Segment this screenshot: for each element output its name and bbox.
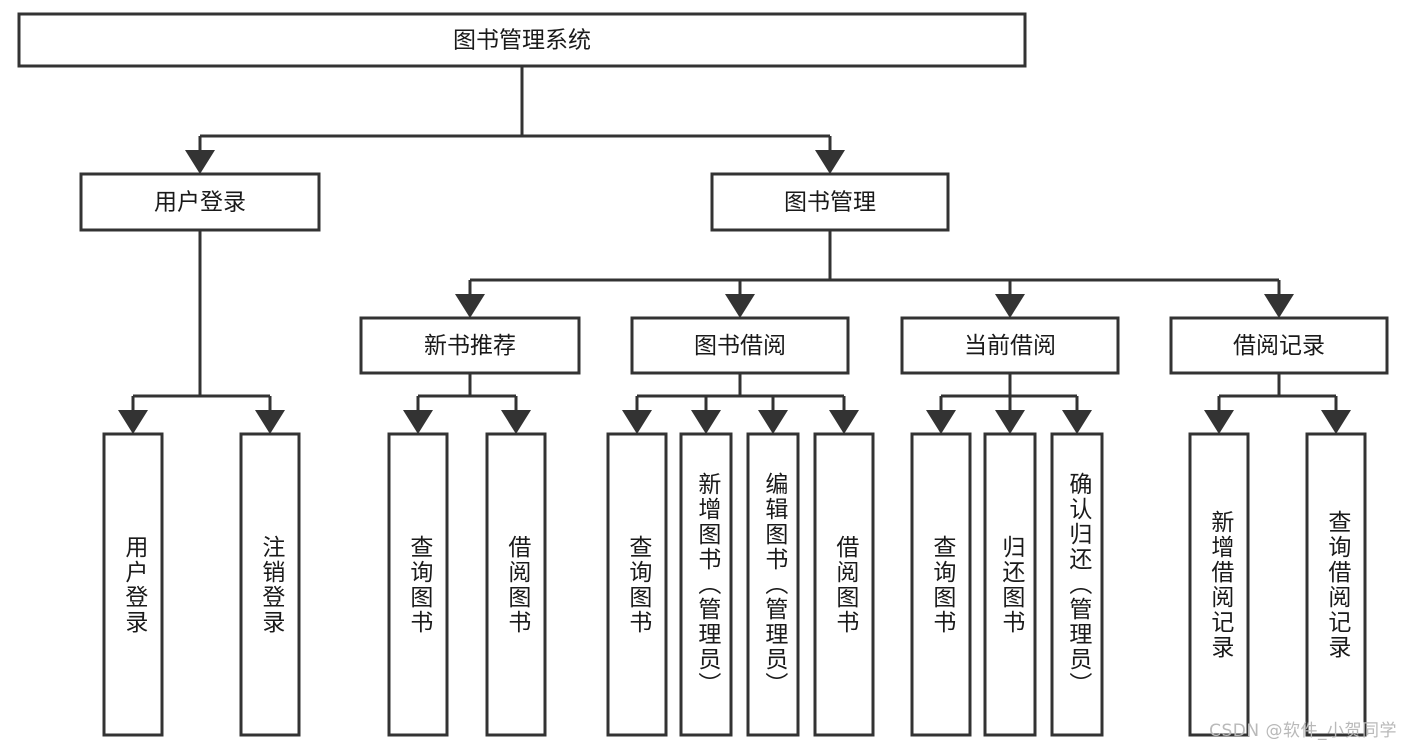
node-box-leaf-query-record[interactable] <box>1305 432 1367 737</box>
node-box-leaf-query-book-1[interactable] <box>387 432 449 737</box>
node-label-user-login: 用户登录 <box>154 190 246 216</box>
node-box-borrow-record[interactable] <box>1169 316 1389 375</box>
node-box-leaf-logout[interactable] <box>239 432 301 737</box>
node-label-borrow-record: 借阅记录 <box>1233 333 1325 359</box>
node-box-current-borrow[interactable] <box>900 316 1120 375</box>
node-box-leaf-edit-book[interactable] <box>746 432 800 737</box>
node-box-root[interactable] <box>17 12 1027 68</box>
node-box-leaf-borrow-book-1[interactable] <box>485 432 547 737</box>
node-label-root: 图书管理系统 <box>453 28 591 54</box>
csdn-watermark: CSDN @软件_小贺同学 <box>1209 721 1397 741</box>
node-box-leaf-query-book-2[interactable] <box>606 432 668 737</box>
node-box-book-manage[interactable] <box>710 172 950 232</box>
node-box-leaf-return-book[interactable] <box>983 432 1037 737</box>
node-box-leaf-confirm-return[interactable] <box>1050 432 1104 737</box>
boxes-layer <box>17 12 1389 737</box>
node-box-new-book-recommend[interactable] <box>359 316 581 375</box>
node-box-leaf-add-record[interactable] <box>1188 432 1250 737</box>
node-box-book-borrow[interactable] <box>630 316 850 375</box>
node-label-book-manage: 图书管理 <box>784 190 876 216</box>
connectors-layer <box>118 66 1351 434</box>
node-label-book-borrow: 图书借阅 <box>694 333 786 359</box>
node-box-leaf-add-book[interactable] <box>679 432 733 737</box>
node-label-new-book-recommend: 新书推荐 <box>424 333 516 359</box>
node-box-leaf-borrow-book-2[interactable] <box>813 432 875 737</box>
node-box-leaf-user-login[interactable] <box>102 432 164 737</box>
node-box-user-login[interactable] <box>79 172 321 232</box>
node-label-current-borrow: 当前借阅 <box>964 333 1056 359</box>
node-box-leaf-query-book-3[interactable] <box>910 432 972 737</box>
